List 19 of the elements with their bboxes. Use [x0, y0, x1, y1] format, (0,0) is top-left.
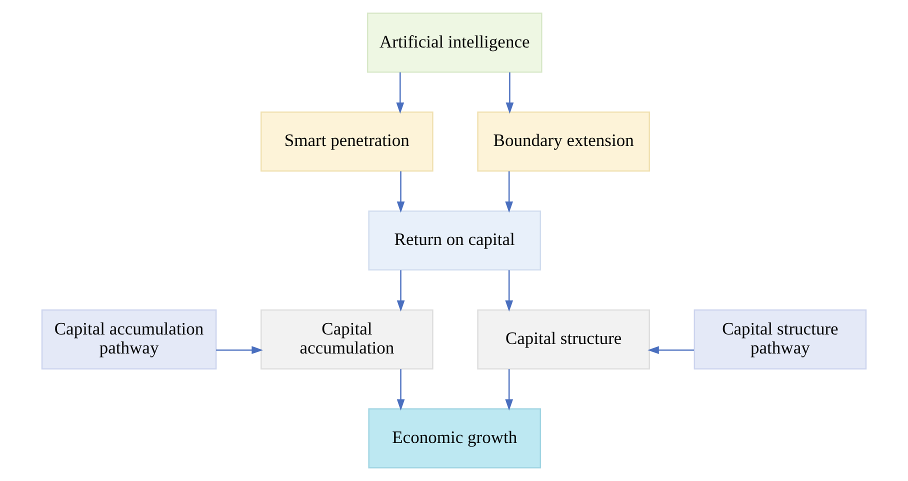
arrow — [396, 72, 404, 114]
node-box: Capital accumulation pathway — [41, 309, 217, 370]
arrow — [396, 270, 405, 312]
node-box: Capital accumulation — [260, 309, 434, 370]
arrow — [216, 346, 263, 354]
arrow — [396, 369, 405, 411]
node-box: Capital structure pathway — [694, 309, 867, 370]
node-box: Smart penetration — [260, 112, 434, 172]
arrow — [396, 171, 405, 213]
node-box: Economic growth — [368, 408, 542, 468]
node-box: Capital structure — [477, 309, 650, 370]
arrow — [506, 72, 514, 114]
arrow — [505, 369, 514, 411]
node-box: Return on capital — [368, 210, 542, 271]
arrow — [505, 270, 514, 312]
arrow — [505, 171, 514, 213]
arrow — [648, 346, 694, 354]
node-box: Boundary extension — [477, 112, 650, 172]
node-box: Artificial intelligence — [366, 12, 542, 73]
